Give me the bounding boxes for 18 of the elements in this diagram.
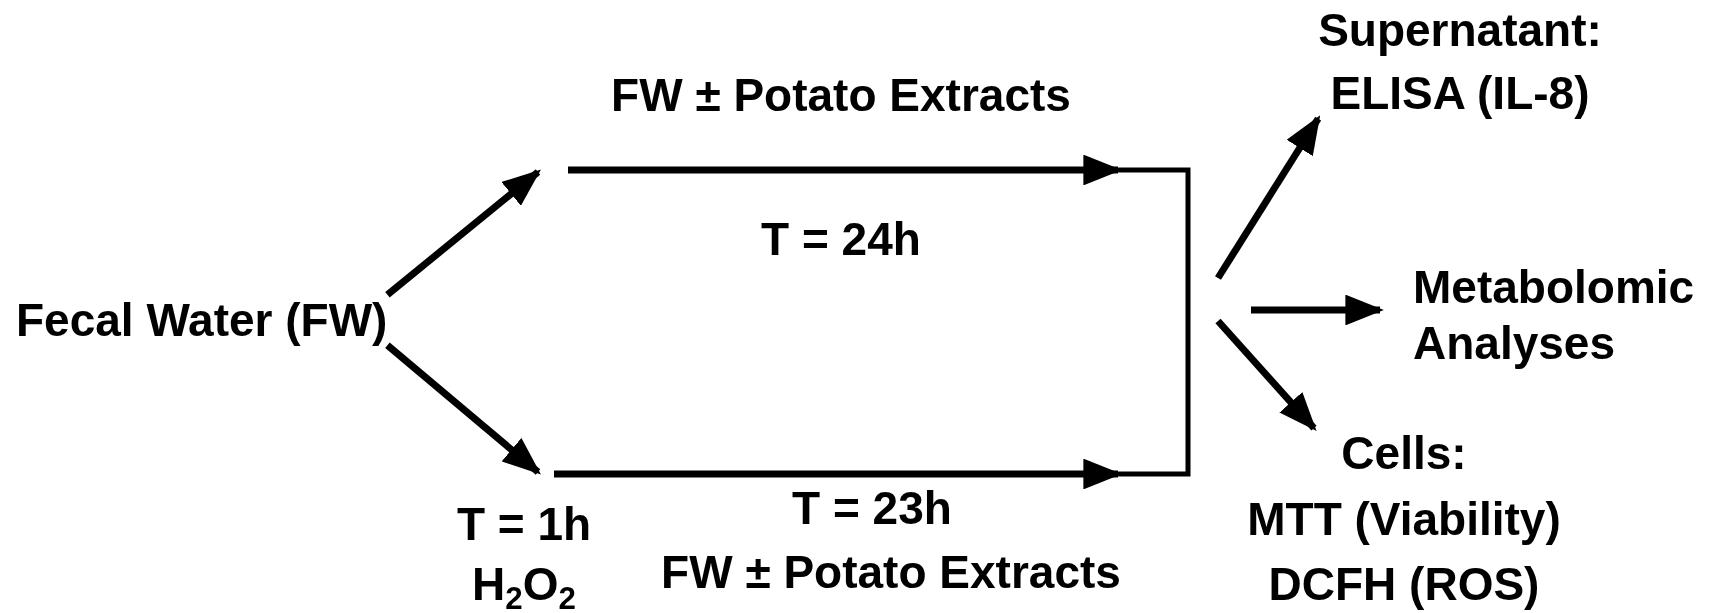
node-text: ELISA (IL-8)	[1330, 68, 1590, 119]
node-text: DCFH (ROS)	[1268, 559, 1540, 610]
node-heading: Cells:	[1341, 428, 1467, 479]
node-text: MTT (Viability)	[1247, 493, 1561, 545]
arrow	[1215, 318, 1317, 431]
arrow	[385, 169, 541, 298]
annotation-text: H$_{2}$O$_{2}$	[472, 558, 576, 610]
node-text: Fecal Water (FW)	[16, 294, 388, 346]
arrow	[385, 342, 541, 475]
annotation-text: T = 23h	[792, 482, 952, 534]
node-text: Metabolomic Analyses	[1380, 258, 1720, 372]
annotation-text: T = 24h	[761, 213, 921, 265]
annotation-text: FW ± Potato Extracts	[611, 69, 1071, 121]
bracket-line	[1118, 166, 1191, 478]
annotation-text: FW ± Potato Extracts	[661, 546, 1121, 598]
annotation-text: T = 1h	[456, 498, 592, 550]
arrow	[1215, 115, 1322, 280]
node-heading: Supernatant:	[1318, 5, 1602, 56]
